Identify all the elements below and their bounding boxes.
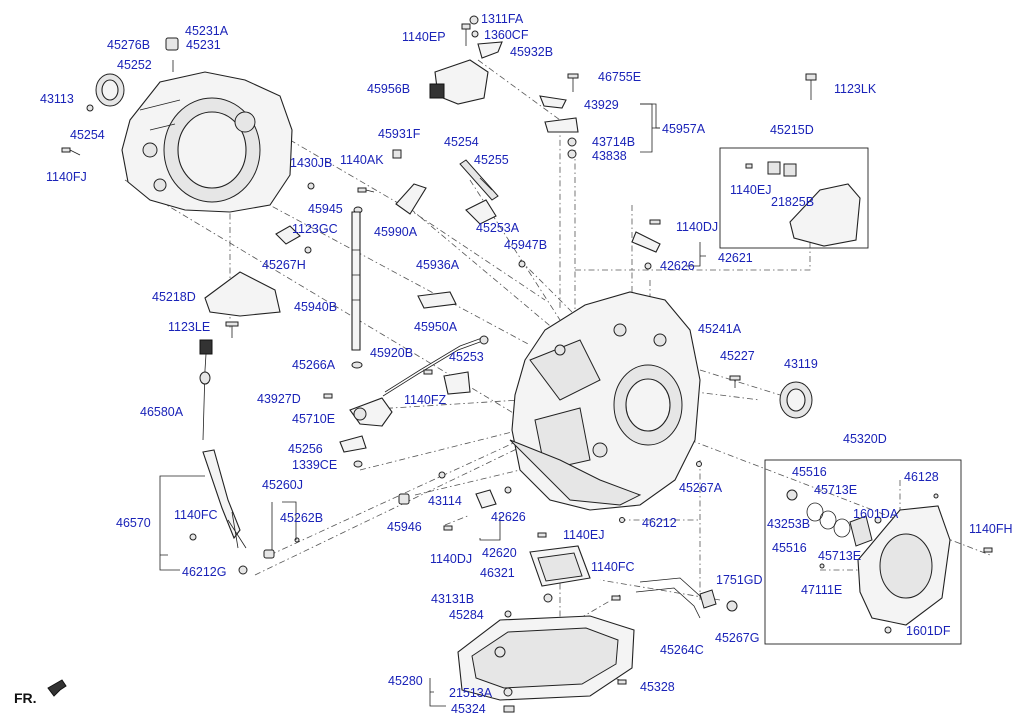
callout-part-number[interactable]: 45945 — [308, 202, 343, 216]
callout-part-number[interactable]: 45280 — [388, 674, 423, 688]
callout-part-number[interactable]: 45267G — [715, 631, 760, 645]
callout-part-number[interactable]: 43927D — [257, 392, 301, 406]
callout-part-number[interactable]: 1601DF — [906, 624, 951, 638]
callout-part-number[interactable]: 1140FZ — [404, 393, 447, 407]
callout-part-number[interactable]: 1430JB — [290, 156, 333, 170]
callout-part-number[interactable]: 1360CF — [484, 28, 529, 42]
callout-part-number[interactable]: 1140FC — [591, 560, 635, 574]
callout-part-number[interactable]: 45254 — [444, 135, 479, 149]
callout-part-number[interactable]: 45254 — [70, 128, 105, 142]
callout-part-number[interactable]: 45990A — [374, 225, 418, 239]
callout-part-number[interactable]: 45920B — [370, 346, 414, 360]
callout-part-number[interactable]: 45255 — [474, 153, 509, 167]
callout-part-number[interactable]: 42626 — [491, 510, 526, 524]
callout-part-number[interactable]: 45218D — [152, 290, 196, 304]
callout-part-number[interactable]: 45516 — [792, 465, 827, 479]
callout-part-number[interactable]: 45713E — [818, 549, 862, 563]
callout-part-number[interactable]: 43114 — [428, 494, 462, 508]
callout-part-number[interactable]: 1140DJ — [676, 220, 719, 234]
callout-part-number[interactable]: 45956B — [367, 82, 411, 96]
callout-part-number[interactable]: 1339CE — [292, 458, 338, 472]
callout-part-number[interactable]: 45940B — [294, 300, 338, 314]
callout-part-number[interactable]: 21825B — [771, 195, 815, 209]
callout-part-number[interactable]: 45253 — [449, 350, 484, 364]
callout-part-number[interactable]: 45215D — [770, 123, 814, 137]
callout-part-number[interactable]: 43253B — [767, 517, 811, 531]
callout-part-number[interactable]: 1123GC — [292, 222, 338, 236]
front-direction-arrow — [47, 679, 67, 697]
callout-part-number[interactable]: 45936A — [416, 258, 460, 272]
callout-part-number[interactable]: 45231A — [185, 24, 229, 38]
callout-part-number[interactable]: 1140EJ — [730, 183, 772, 197]
callout-part-number[interactable]: 46570 — [116, 516, 151, 530]
callout-part-number[interactable]: 45241A — [698, 322, 742, 336]
callout-part-number[interactable]: 1751GD — [716, 573, 763, 587]
callout-part-number[interactable]: 45253A — [476, 221, 520, 235]
callout-part-number[interactable]: 42620 — [482, 546, 517, 560]
callout-part-number[interactable]: 43929 — [584, 98, 619, 112]
callout-part-number[interactable]: 1140FC — [174, 508, 218, 522]
callout-part-number[interactable]: 42621 — [718, 251, 753, 265]
callout-part-number[interactable]: 45947B — [504, 238, 548, 252]
callout-part-number[interactable]: 21513A — [449, 686, 493, 700]
callout-part-number[interactable]: 43113 — [40, 92, 74, 106]
callout-part-number[interactable]: 45931F — [378, 127, 421, 141]
callout-part-number[interactable]: 1140EJ — [563, 528, 605, 542]
callout-part-number[interactable]: 43119 — [784, 357, 818, 371]
front-indicator: FR. — [14, 690, 37, 706]
callout-part-number[interactable]: 45957A — [662, 122, 706, 136]
callout-part-number[interactable]: 45284 — [449, 608, 484, 622]
callout-part-number[interactable]: 45266A — [292, 358, 336, 372]
transmission-case — [509, 291, 701, 511]
callout-part-number[interactable]: 47111E — [801, 583, 843, 597]
callout-part-number[interactable]: 45713E — [814, 483, 858, 497]
callout-part-number[interactable]: 46321 — [480, 566, 515, 580]
callout-part-number[interactable]: 45267H — [262, 258, 306, 272]
callout-part-number[interactable]: 1311FA — [481, 12, 524, 26]
callout-part-number[interactable]: 45946 — [387, 520, 422, 534]
callout-part-number[interactable]: 45276B — [107, 38, 151, 52]
callout-part-number[interactable]: 45710E — [292, 412, 336, 426]
callout-part-number[interactable]: 46212G — [182, 565, 227, 579]
callout-part-number[interactable]: 1140AK — [340, 153, 384, 167]
callout-part-number[interactable]: 42626 — [660, 259, 695, 273]
callout-part-number[interactable]: 45324 — [451, 702, 486, 716]
callout-part-number[interactable]: 43838 — [592, 149, 627, 163]
callout-part-number[interactable]: 45260J — [262, 478, 304, 492]
callout-part-number[interactable]: 45320D — [843, 432, 887, 446]
callout-part-number[interactable]: 1140FJ — [46, 170, 87, 184]
callout-part-number[interactable]: 43131B — [431, 592, 475, 606]
callout-part-number[interactable]: 45328 — [640, 680, 675, 694]
callout-part-number[interactable]: 46755E — [598, 70, 642, 84]
callout-part-number[interactable]: 1123LE — [168, 320, 211, 334]
callout-part-number[interactable]: 45227 — [720, 349, 755, 363]
callout-part-number[interactable]: 45932B — [510, 45, 554, 59]
callout-part-number[interactable]: 1140FH — [969, 522, 1013, 536]
callout-part-number[interactable]: 45264C — [660, 643, 704, 657]
callout-part-number[interactable]: 45231 — [186, 38, 221, 52]
callout-part-number[interactable]: 45262B — [280, 511, 324, 525]
callout-part-number[interactable]: 1601DA — [853, 507, 899, 521]
callout-part-number[interactable]: 45252 — [117, 58, 152, 72]
callout-part-number[interactable]: 46128 — [904, 470, 939, 484]
callout-part-number[interactable]: 46212 — [642, 516, 677, 530]
callout-part-number[interactable]: 46580A — [140, 405, 184, 419]
callout-part-number[interactable]: 1140DJ — [430, 552, 473, 566]
callout-part-number[interactable]: 1123LK — [834, 82, 877, 96]
callout-part-number[interactable]: 1140EP — [402, 30, 446, 44]
callout-part-number[interactable]: 45267A — [679, 481, 723, 495]
callout-part-number[interactable]: 43714B — [592, 135, 636, 149]
callout-part-number[interactable]: 45950A — [414, 320, 458, 334]
callout-part-number[interactable]: 45256 — [288, 442, 323, 456]
converter-housing — [121, 71, 293, 213]
callout-part-number[interactable]: 45516 — [772, 541, 807, 555]
